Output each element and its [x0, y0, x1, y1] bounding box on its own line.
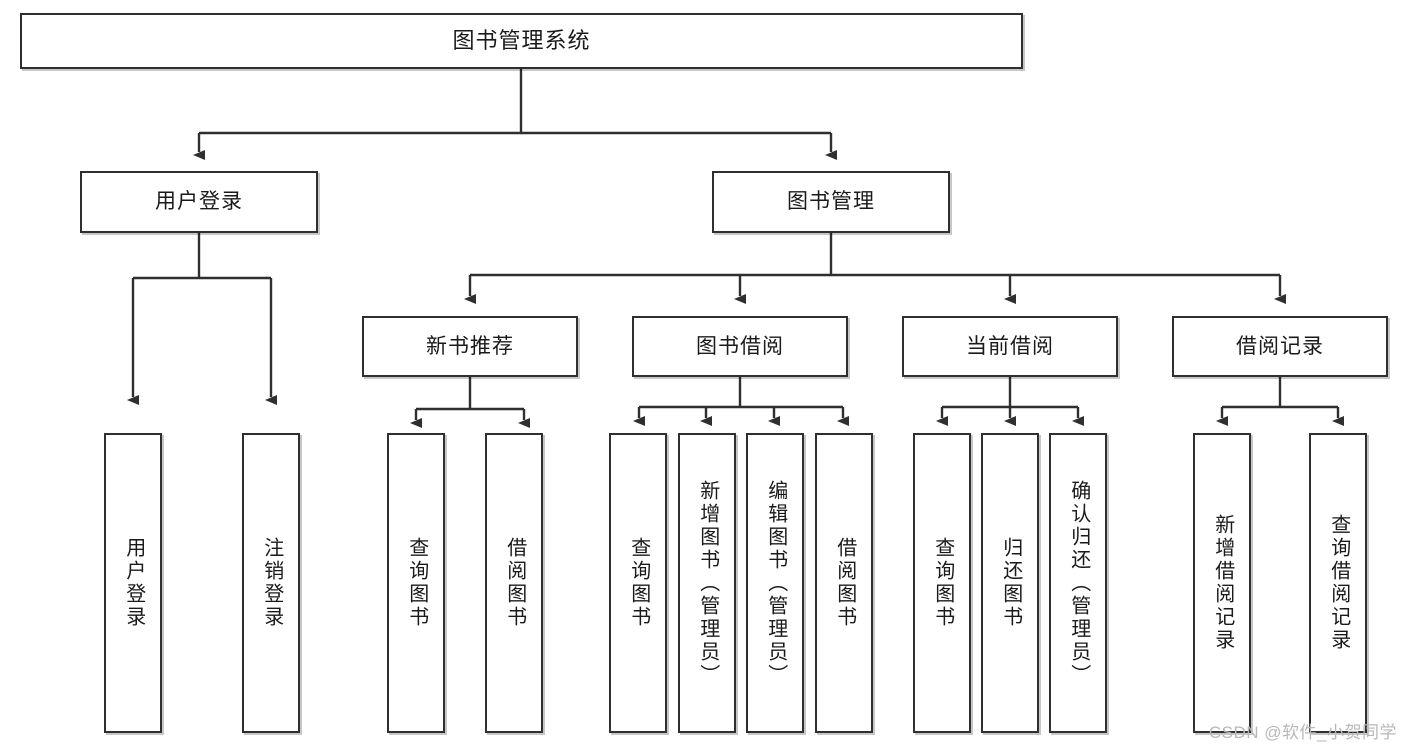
node-new-book-recommend[interactable]: 新书推荐 — [362, 316, 578, 377]
leaf-add-borrow-record-label: 新增借阅记录 — [1211, 514, 1234, 652]
leaf-edit-book-label: 编辑图书（管理员） — [764, 479, 787, 687]
leaf-query-book-borrow[interactable]: 查询图书 — [609, 433, 667, 733]
leaf-query-book-borrow-label: 查询图书 — [627, 537, 650, 629]
node-book-borrow[interactable]: 图书借阅 — [632, 316, 848, 377]
leaf-confirm-return[interactable]: 确认归还（管理员） — [1049, 433, 1107, 733]
leaf-confirm-return-label: 确认归还（管理员） — [1067, 479, 1090, 687]
node-book-borrow-label: 图书借阅 — [696, 334, 784, 358]
leaf-add-borrow-record[interactable]: 新增借阅记录 — [1193, 433, 1251, 733]
node-root-label: 图书管理系统 — [452, 27, 591, 53]
leaf-add-book-label: 新增图书（管理员） — [696, 479, 719, 687]
leaf-query-borrow-record[interactable]: 查询借阅记录 — [1309, 433, 1367, 733]
leaf-query-book-new-label: 查询图书 — [405, 537, 428, 629]
leaf-return-book[interactable]: 归还图书 — [981, 433, 1039, 733]
leaf-borrow-book-new-label: 借阅图书 — [503, 537, 526, 629]
watermark: CSDN @软件_小贺同学 — [1208, 723, 1397, 742]
leaf-edit-book[interactable]: 编辑图书（管理员） — [746, 433, 804, 733]
node-user-login[interactable]: 用户登录 — [80, 171, 318, 233]
leaf-query-book-new[interactable]: 查询图书 — [387, 433, 445, 733]
leaf-return-book-label: 归还图书 — [999, 537, 1022, 629]
leaf-user-login-label: 用户登录 — [122, 537, 145, 629]
node-borrow-record-label: 借阅记录 — [1236, 334, 1324, 358]
leaf-query-book-current-label: 查询图书 — [931, 537, 954, 629]
node-current-borrow-label: 当前借阅 — [966, 334, 1054, 358]
leaf-add-book[interactable]: 新增图书（管理员） — [678, 433, 736, 733]
node-book-manage-label: 图书管理 — [787, 190, 875, 214]
leaf-borrow-book[interactable]: 借阅图书 — [815, 433, 873, 733]
node-current-borrow[interactable]: 当前借阅 — [902, 316, 1118, 377]
node-book-manage[interactable]: 图书管理 — [712, 171, 950, 233]
leaf-user-login[interactable]: 用户登录 — [104, 433, 162, 733]
leaf-query-borrow-record-label: 查询借阅记录 — [1327, 514, 1350, 652]
node-user-login-label: 用户登录 — [155, 190, 243, 214]
node-new-book-recommend-label: 新书推荐 — [426, 334, 514, 358]
node-root[interactable]: 图书管理系统 — [20, 13, 1023, 69]
leaf-query-book-current[interactable]: 查询图书 — [913, 433, 971, 733]
leaf-logout-label: 注销登录 — [260, 537, 283, 629]
leaf-borrow-book-label: 借阅图书 — [833, 537, 856, 629]
leaf-logout[interactable]: 注销登录 — [242, 433, 300, 733]
leaf-borrow-book-new[interactable]: 借阅图书 — [485, 433, 543, 733]
node-borrow-record[interactable]: 借阅记录 — [1172, 316, 1388, 377]
